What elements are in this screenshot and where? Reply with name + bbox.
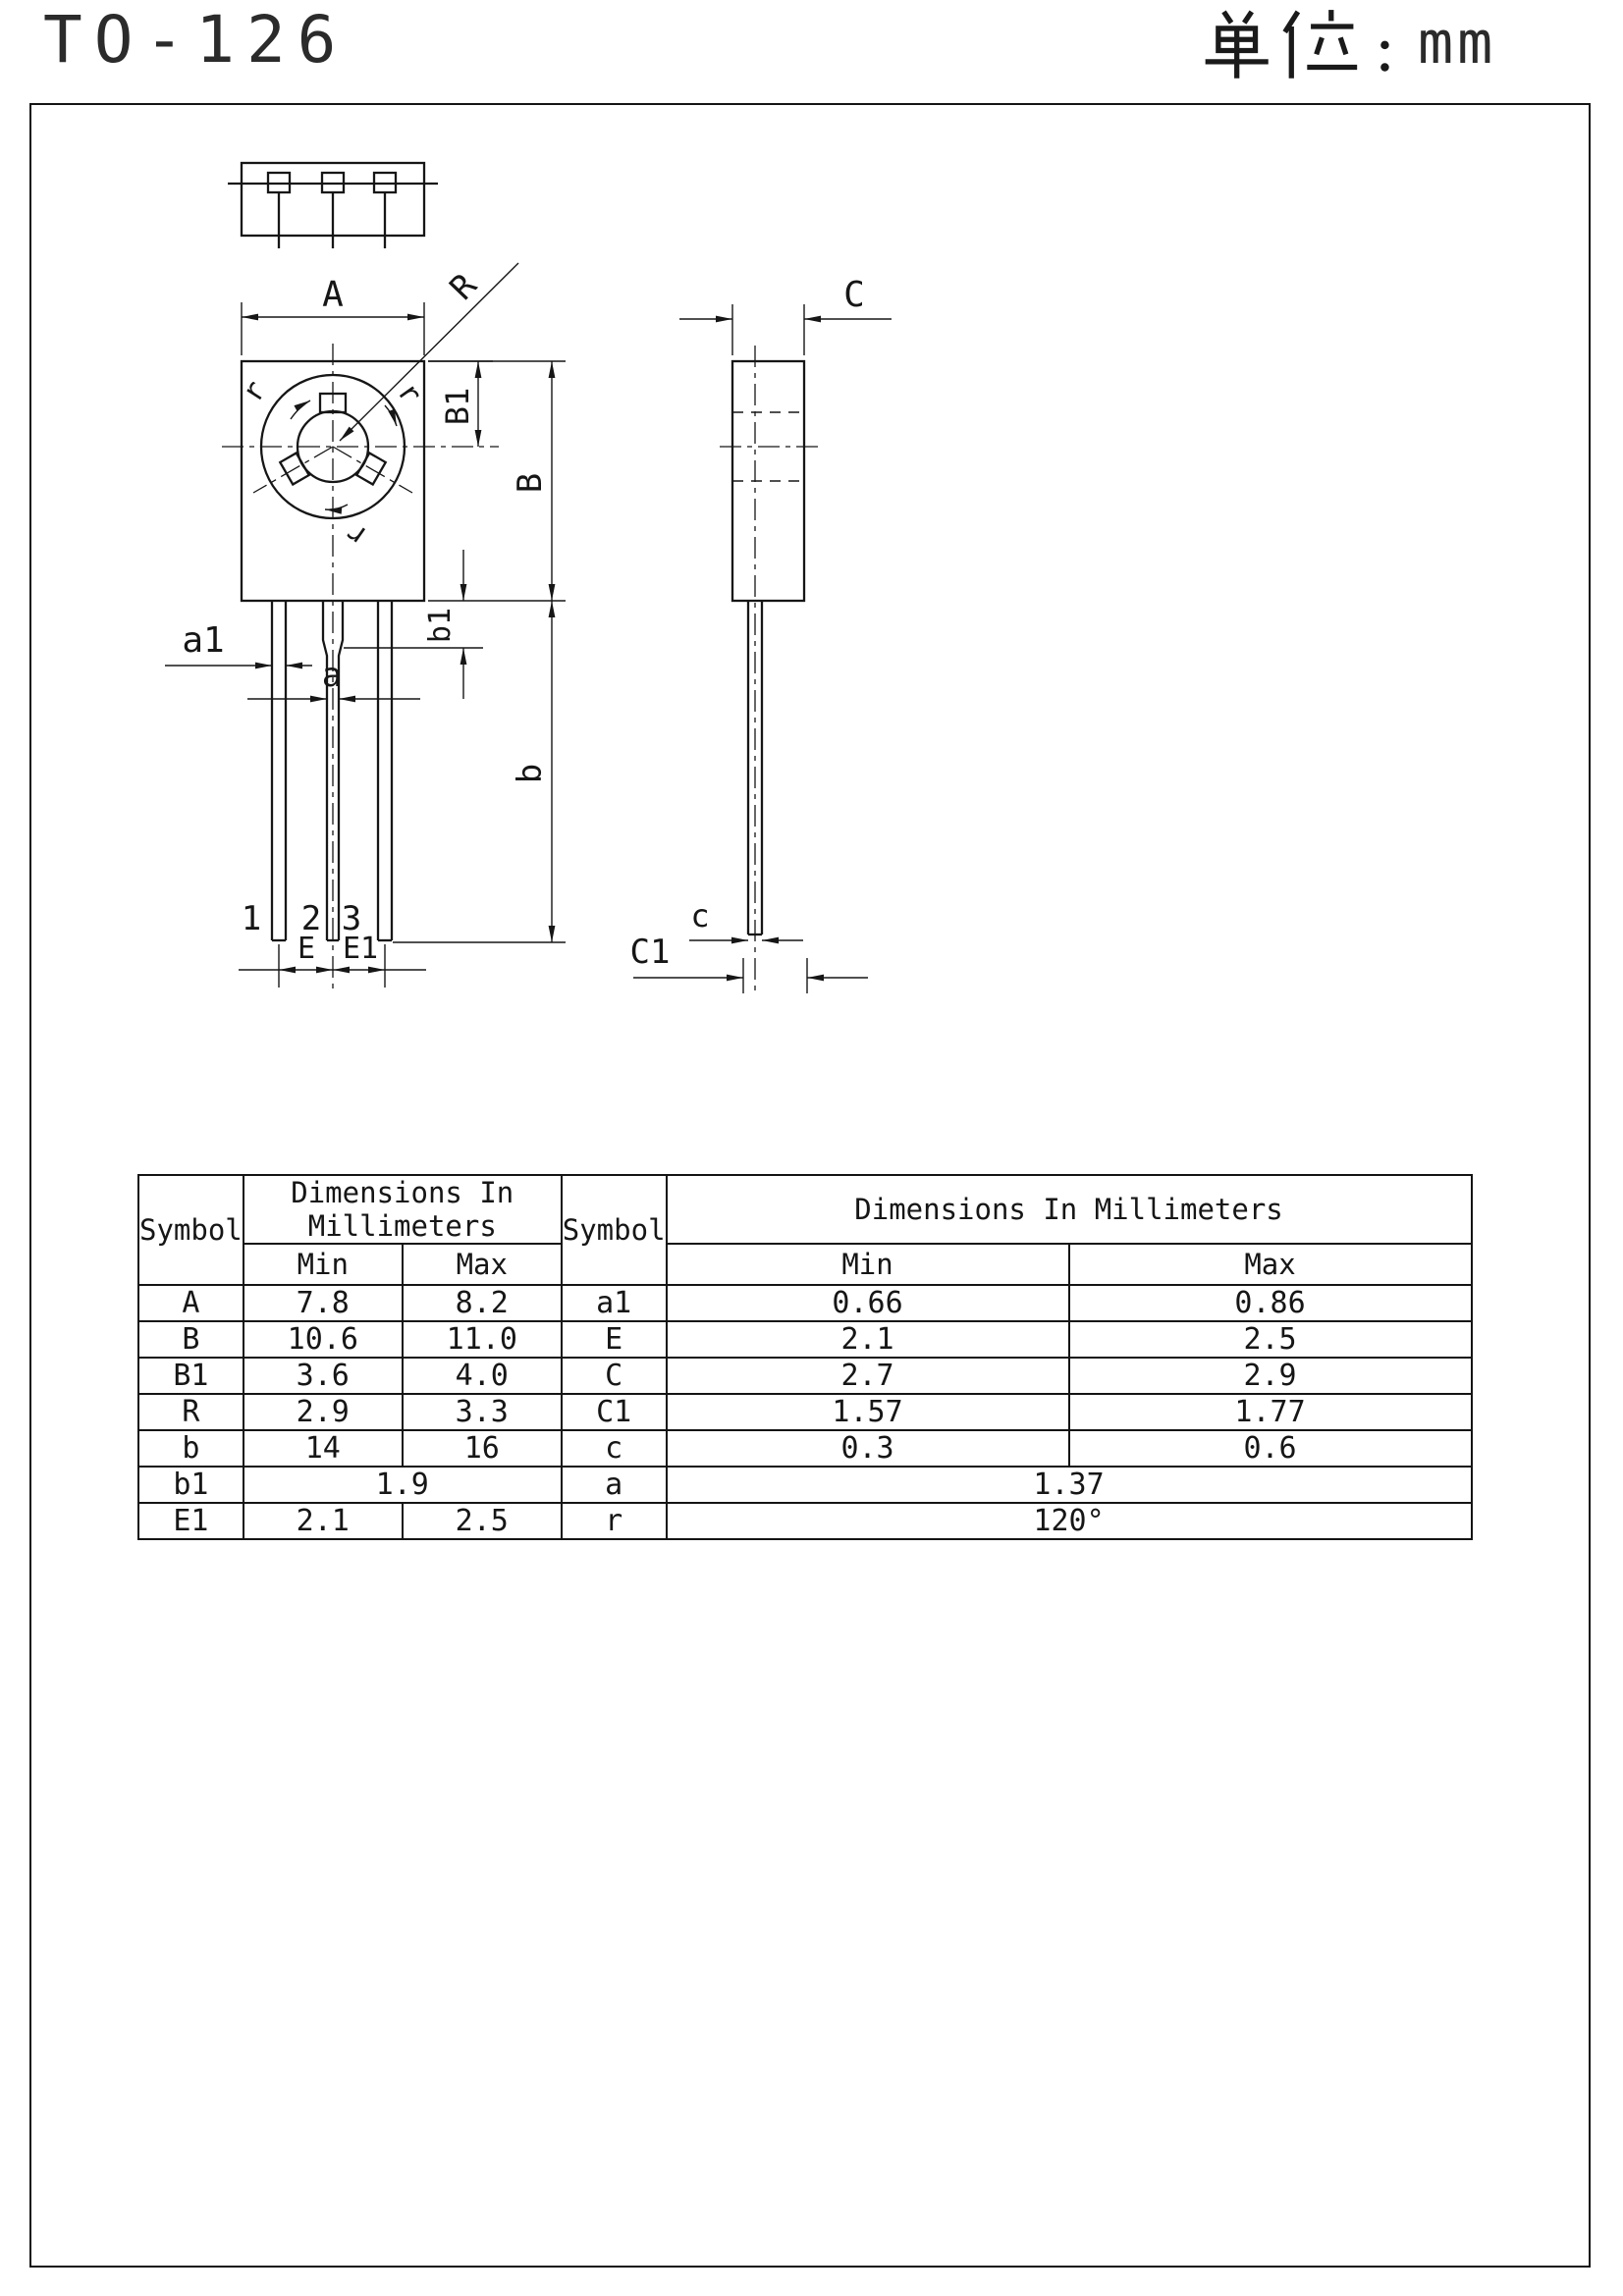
cell-max: 0.6 xyxy=(1067,1429,1473,1468)
top-view xyxy=(228,161,438,248)
cell-max: 2.9 xyxy=(1067,1357,1473,1395)
dim-label-R: R xyxy=(443,266,485,308)
table-header-row-2: Min Max Min Max xyxy=(138,1243,1473,1286)
cell-min: 0.66 xyxy=(665,1284,1070,1322)
cell-symbol: B xyxy=(137,1320,244,1359)
dim-E-E1: E E1 xyxy=(239,932,426,988)
cell-max: 16 xyxy=(401,1429,563,1468)
unit-label: 单位：mm mm xyxy=(1200,4,1496,82)
header-dims-right: Dimensions In Millimeters xyxy=(665,1174,1473,1245)
cell-max: 2.5 xyxy=(1067,1320,1473,1359)
page-title: TO-126 xyxy=(43,2,349,78)
header-dims-left: Dimensions In Millimeters xyxy=(242,1174,563,1245)
table-header-row-1: Symbol Dimensions In Millimeters Symbol … xyxy=(137,1174,1473,1286)
dimensions-table: Symbol Dimensions In Millimeters Symbol … xyxy=(137,1174,1473,1540)
cell-symbol: C xyxy=(560,1357,668,1395)
cell-max: 2.5 xyxy=(401,1502,563,1540)
dim-C1: C1 xyxy=(630,933,868,993)
table-row: b1 1.9 a 1.37 xyxy=(137,1466,1473,1504)
dim-label-C1: C1 xyxy=(630,933,671,972)
cell-value-span: 1.9 xyxy=(242,1466,563,1504)
dim-c: c xyxy=(689,897,803,944)
leads xyxy=(270,601,394,942)
dim-label-c: c xyxy=(690,897,709,934)
dim-label-b1: b1 xyxy=(423,608,458,643)
dim-b: b xyxy=(393,601,566,943)
dim-label-B: B xyxy=(511,473,550,493)
cell-max: 11.0 xyxy=(401,1320,563,1359)
cell-symbol: E xyxy=(560,1320,668,1359)
pin-3-label: 3 xyxy=(342,899,361,938)
pin-2-label: 2 xyxy=(301,899,321,938)
cell-max: 1.77 xyxy=(1067,1393,1473,1431)
dim-label-r-2: r xyxy=(390,376,428,410)
cell-max: 4.0 xyxy=(401,1357,563,1395)
cell-symbol: C1 xyxy=(560,1393,668,1431)
header-min-right: Min xyxy=(665,1243,1070,1286)
cell-symbol: a xyxy=(560,1466,668,1504)
dim-a: a xyxy=(247,656,420,703)
cell-symbol: b xyxy=(137,1429,244,1468)
dim-C: C xyxy=(679,275,892,355)
cell-min: 2.7 xyxy=(665,1357,1070,1395)
table-row: B1 3.6 4.0 C 2.7 2.9 xyxy=(137,1357,1473,1395)
dim-label-E: E xyxy=(298,932,315,966)
cell-min: 1.57 xyxy=(665,1393,1070,1431)
dim-label-r-3: r xyxy=(340,515,374,554)
dim-label-a1: a1 xyxy=(182,620,224,661)
side-view xyxy=(720,346,818,993)
cell-symbol: r xyxy=(560,1502,668,1540)
cell-max: 0.86 xyxy=(1067,1284,1473,1322)
dim-label-a: a xyxy=(322,656,342,695)
cell-max: 3.3 xyxy=(401,1393,563,1431)
cell-symbol: c xyxy=(560,1429,668,1468)
dim-a1: a1 xyxy=(165,620,312,669)
cell-min: 2.9 xyxy=(242,1393,404,1431)
cell-min: 2.1 xyxy=(242,1502,404,1540)
dim-label-E1: E1 xyxy=(343,932,378,966)
cell-symbol: R xyxy=(137,1393,244,1431)
package-drawing: R r r r A B1 B xyxy=(165,161,892,993)
dim-label-C: C xyxy=(843,275,865,315)
table-row: R 2.9 3.3 C1 1.57 1.77 xyxy=(137,1393,1473,1431)
unit-value: mm xyxy=(1418,9,1497,78)
cell-min: 10.6 xyxy=(242,1320,404,1359)
cell-min: 14 xyxy=(242,1429,404,1468)
dim-label-b: b xyxy=(511,764,550,783)
table-row: E1 2.1 2.5 r 120° xyxy=(137,1502,1473,1540)
pin-numbers: 1 2 3 xyxy=(242,899,361,938)
dim-B1: B1 xyxy=(428,360,493,447)
pin-1-label: 1 xyxy=(242,899,261,938)
header-symbol-left: Symbol xyxy=(137,1174,244,1286)
cell-value-span: 120° xyxy=(665,1502,1473,1540)
cell-symbol: A xyxy=(137,1284,244,1322)
cell-min: 3.6 xyxy=(242,1357,404,1395)
cell-value-span: 1.37 xyxy=(665,1466,1473,1504)
cell-symbol: B1 xyxy=(137,1357,244,1395)
dim-label-B1: B1 xyxy=(439,388,476,426)
cell-max: 8.2 xyxy=(401,1284,563,1322)
table-row: b 14 16 c 0.3 0.6 xyxy=(137,1429,1473,1468)
unit-cjk-glyphs xyxy=(1205,10,1389,79)
dim-R: R xyxy=(339,262,519,442)
cell-min: 2.1 xyxy=(665,1320,1070,1359)
dim-A: A xyxy=(241,275,425,355)
header-max-left: Max xyxy=(401,1243,563,1286)
sheet-border xyxy=(29,103,1591,2268)
table-row: B 10.6 11.0 E 2.1 2.5 xyxy=(137,1320,1473,1359)
dim-label-A: A xyxy=(322,275,344,315)
dim-b1: b1 xyxy=(344,550,483,699)
cell-min: 0.3 xyxy=(665,1429,1070,1468)
table-row: A 7.8 8.2 a1 0.66 0.86 xyxy=(137,1284,1473,1322)
dim-B: B xyxy=(428,360,566,602)
header-min-left: Min xyxy=(242,1243,404,1286)
front-view xyxy=(222,344,499,991)
cell-symbol: a1 xyxy=(560,1284,668,1322)
cell-symbol: E1 xyxy=(137,1502,244,1540)
cell-min: 7.8 xyxy=(242,1284,404,1322)
header-symbol-right: Symbol xyxy=(560,1174,668,1286)
cell-symbol: b1 xyxy=(137,1466,244,1504)
header-max-right: Max xyxy=(1067,1243,1473,1286)
